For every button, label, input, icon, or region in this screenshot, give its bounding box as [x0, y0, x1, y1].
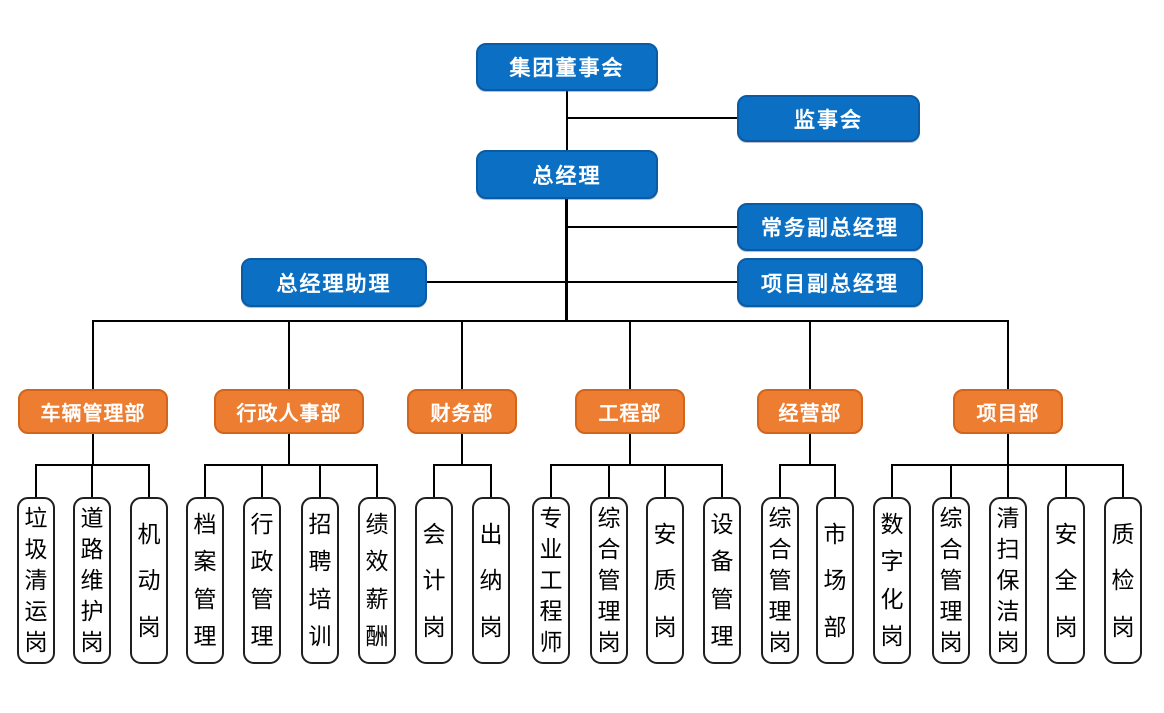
connector-line — [35, 465, 37, 497]
connector-line — [566, 91, 568, 151]
node-supervisory-board: 监事会 — [737, 95, 920, 142]
connector-line — [721, 465, 723, 497]
connector-line — [1007, 465, 1009, 497]
connector-line — [204, 464, 378, 466]
connector-line — [319, 465, 321, 497]
connector-line — [950, 465, 952, 497]
connector-line — [490, 465, 492, 497]
post-safety-quality: 安质岗 — [646, 497, 684, 664]
connector-line — [608, 465, 610, 497]
post-archives-management: 档案管理 — [186, 497, 224, 664]
post-market: 市场部 — [816, 497, 854, 664]
dept-operations: 经营部 — [757, 389, 863, 434]
post-recruiting-training: 招聘培训 — [301, 497, 339, 664]
connector-line — [461, 434, 463, 465]
post-professional-engineer: 专业工程师 — [532, 497, 570, 664]
post-garbage-collection: 垃圾清运岗 — [17, 497, 55, 664]
connector-line — [461, 321, 463, 389]
node-general-manager: 总经理 — [476, 150, 658, 199]
connector-line — [779, 465, 781, 497]
connector-line — [567, 226, 737, 228]
connector-line — [433, 464, 492, 466]
connector-line — [629, 321, 631, 389]
connector-line — [427, 281, 737, 283]
post-mobile: 机动岗 — [130, 497, 168, 664]
node-gm-assistant: 总经理助理 — [241, 258, 427, 307]
dept-engineering: 工程部 — [575, 389, 685, 434]
connector-line — [1007, 321, 1009, 389]
post-general-management-eng: 综合管理岗 — [590, 497, 628, 664]
post-general-management-proj: 综合管理岗 — [932, 497, 970, 664]
post-admin-management: 行政管理 — [243, 497, 281, 664]
connector-line — [779, 464, 836, 466]
connector-line — [288, 434, 290, 465]
connector-line — [891, 465, 893, 497]
connector-line — [288, 321, 290, 389]
connector-line — [1007, 434, 1009, 465]
connector-line — [1065, 465, 1067, 497]
connector-line — [376, 465, 378, 497]
dept-project: 项目部 — [953, 389, 1063, 434]
connector-line — [92, 320, 1009, 322]
connector-line — [629, 434, 631, 465]
post-quality-inspection: 质检岗 — [1104, 497, 1142, 664]
connector-line — [664, 465, 666, 497]
connector-line — [550, 464, 723, 466]
connector-line — [92, 434, 94, 465]
connector-line — [809, 434, 811, 465]
connector-line — [92, 321, 94, 389]
dept-finance: 财务部 — [407, 389, 517, 434]
post-digitalization: 数字化岗 — [873, 497, 911, 664]
post-cleaning: 清扫保洁岗 — [989, 497, 1027, 664]
post-equipment-management: 设备管理 — [703, 497, 741, 664]
post-cashier: 出纳岗 — [472, 497, 510, 664]
connector-line — [565, 199, 568, 322]
connector-line — [148, 465, 150, 497]
post-accounting: 会计岗 — [415, 497, 453, 664]
connector-line — [433, 465, 435, 497]
dept-admin-hr: 行政人事部 — [214, 389, 364, 434]
node-deputy-gm-project: 项目副总经理 — [737, 258, 923, 307]
connector-line — [809, 321, 811, 389]
post-safety: 安全岗 — [1047, 497, 1085, 664]
dept-vehicle-management: 车辆管理部 — [18, 389, 168, 434]
connector-line — [1122, 465, 1124, 497]
node-deputy-gm-executive: 常务副总经理 — [737, 203, 923, 251]
connector-line — [550, 465, 552, 497]
connector-line — [567, 117, 737, 119]
post-road-maintenance: 道路维护岗 — [73, 497, 111, 664]
post-general-management-ops: 综合管理岗 — [761, 497, 799, 664]
connector-line — [204, 465, 206, 497]
post-performance-compensation: 绩效薪酬 — [358, 497, 396, 664]
connector-line — [834, 465, 836, 497]
connector-line — [261, 465, 263, 497]
connector-line — [91, 465, 93, 497]
node-board: 集团董事会 — [476, 43, 658, 91]
